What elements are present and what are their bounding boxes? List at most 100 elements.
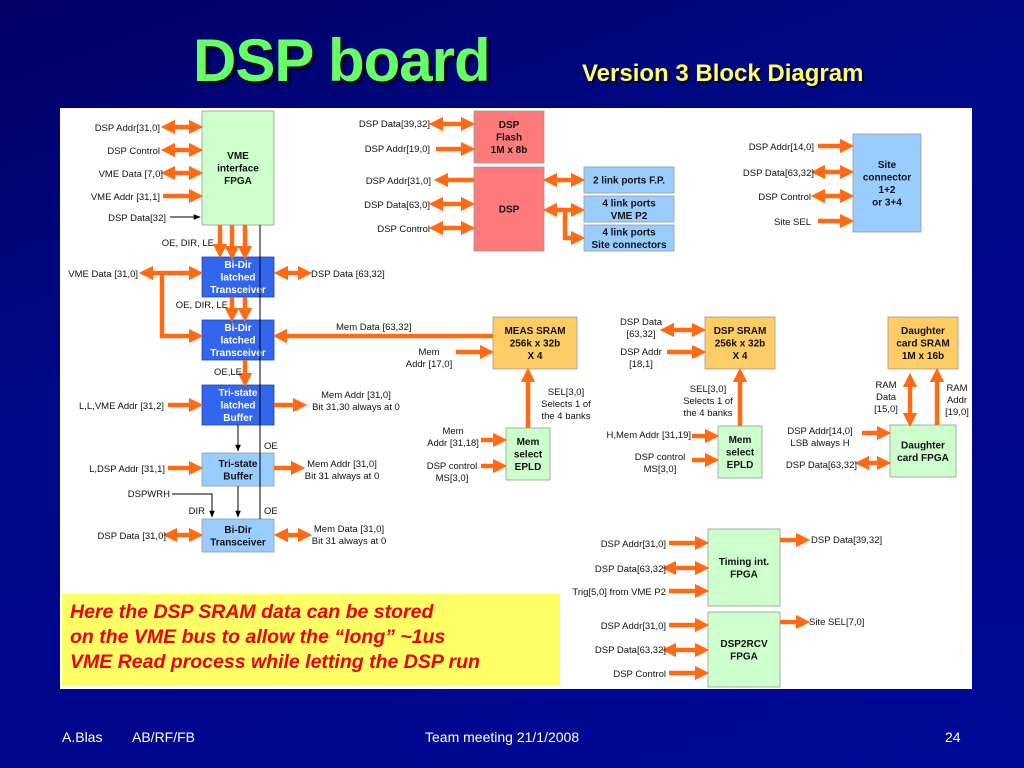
timing-int-fpga: Timing int.FPGA [707,528,781,607]
label-flash-data: DSP Data[39,32] [359,119,430,130]
label-timing-data: DSP Data[63,32] [595,564,666,575]
tristate-buffer-label: Buffer [223,471,253,482]
footer-author: A.Blas [62,729,103,745]
dsp-flash-label: DSP [499,120,520,131]
daughter-card-sram-label: card SRAM [896,339,949,350]
vme-interface-fpga-label: VME [227,151,249,162]
label-mem-data6332: Mem Data [63,32] [336,322,412,333]
label-dsp-addr: DSP Addr[31,0] [366,176,431,187]
bidir-latched-transceiver-1-rect [201,256,275,298]
meas-sram-label: X 4 [527,351,542,362]
label-rcv-addr: DSP Addr[31,0] [601,621,666,632]
site-connector-rect [852,133,922,233]
mem-select-epld-2-label: select [726,448,755,459]
bidir-latched-transceiver-2-label: latched [220,336,255,347]
bidir-transceiver-label: Bi-Dir [224,525,251,536]
tristate-latched-buffer-label: latched [220,401,255,412]
label-bidir3-right: Mem Data [31,0] [314,524,384,535]
label-site-addr: DSP Addr[14,0] [749,142,814,153]
label-ts-out: Bit 31 always at 0 [305,471,379,482]
label-dsp-data: DSP Data[63,0] [364,200,430,211]
label-timing-out: DSP Data[39,32] [811,535,882,546]
label-dfpga-data: DSP Data[63,32] [786,460,857,471]
label-site-ctrl: DSP Control [758,192,811,203]
label-epld1-addr: Mem [442,426,463,437]
label-rcv-ctrl: DSP Control [613,669,666,680]
timing-int-fpga-rect [707,528,781,607]
bidir-latched-transceiver-2-rect [201,319,275,361]
label-dsram-sel: the 4 banks [683,408,732,419]
link-ports-vme-p2-label: VME P2 [611,211,648,222]
label-meas-mem-addr: Mem [418,347,439,358]
link-ports-site-label: Site connectors [591,240,666,251]
dsp-block-label: DSP [499,205,520,216]
daughter-card-sram-label: 1M x 16b [902,351,944,362]
slide-title: DSP board [193,27,491,94]
dsp2rcv-fpga-label: FPGA [730,651,758,662]
link-ports-fp-label: 2 link ports F.P. [593,176,665,187]
dsp2rcv-fpga-label: DSP2RCV [720,639,768,650]
label-oe-le: OE,LE [214,367,242,378]
label-ram-data: RAM [875,380,896,391]
label-vme-data70: VME Data [7,0] [99,169,163,180]
label-bidir1-right: DSP Data [63,32] [311,269,385,280]
note-line: Here the DSP SRAM data can be stored [70,601,434,623]
dsp-flash-label: 1M x 8b [491,145,528,156]
label-rcv-out: Site SEL[7,0] [809,617,864,628]
label-tsl-out: Mem Addr [31,0] [321,390,391,401]
timing-int-fpga-label: Timing int. [719,557,770,568]
daughter-card-sram-label: Daughter [901,326,945,337]
label-dsram-data: [63,32] [626,329,655,340]
label-dsram-sel: Selects 1 of [683,396,733,407]
annotation-note: Here the DSP SRAM data can be stored on … [62,594,560,686]
timing-int-fpga-label: FPGA [730,569,758,580]
label-ram-addr: Addr [947,395,967,406]
site-connector-label: or 3+4 [872,197,902,208]
site-connector-label: 1+2 [879,185,896,196]
label-dsram-addr: DSP Addr [620,347,662,358]
label-ram-data: Data [876,392,897,403]
label-dir: DIR [189,506,206,517]
label-site-sel: Site SEL [774,217,811,228]
daughter-card-sram-rect [887,316,959,370]
dsp-flash-label: Flash [496,133,522,144]
label-ts-out: Mem Addr [31,0] [307,459,377,470]
footer-page-number: 24 [945,729,961,745]
label-epld2-ctrl: DSP control [635,452,686,463]
bidir-latched-transceiver-1-label: latched [220,273,255,284]
wire-dspwrh [172,493,215,518]
link-ports-fp-rect [583,166,675,194]
dsp-sram-label: X 4 [732,351,747,362]
label-ram-addr: RAM [946,383,967,394]
label-meas-sel: SEL[3,0] [548,387,584,398]
mem-select-epld-2-label: Mem [729,435,752,446]
label-epld2-addr: H,Mem Addr [31,19] [607,430,691,441]
label-tsl-out: Bit 31,30 always at 0 [312,402,400,413]
bidir-latched-transceiver-1-label: Bi-Dir [224,260,251,271]
daughter-card-fpga-label: card FPGA [897,453,949,464]
vme-interface-fpga-rect [201,110,275,226]
label-vme-dsp-addr: DSP Addr[31,0] [95,123,160,134]
bidir-latched-transceiver-2-label: Bi-Dir [224,323,251,334]
label-meas-sel: Selects 1 of [541,399,591,410]
wire-dsp-link-site [562,210,586,246]
label-oe-dir-le-1: OE, DIR, LE [162,238,214,249]
mem-select-epld-1-label: Mem [517,437,540,448]
label-dsram-data: DSP Data [620,317,663,328]
vme-interface-fpga-label: interface [217,164,259,175]
label-dsp-ctrl: DSP Control [377,224,430,235]
dsp-sram-label: 256k x 32b [715,339,766,350]
tristate-latched-buffer-label: Buffer [223,413,253,424]
link-ports-fp: 2 link ports F.P. [583,166,675,194]
bidir-transceiver-label: Transceiver [210,537,266,548]
